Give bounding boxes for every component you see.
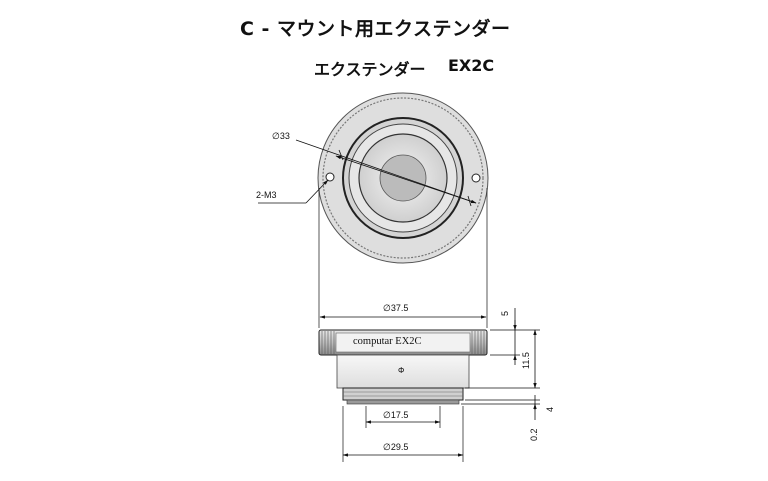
- engraving-band: [335, 332, 471, 353]
- flange-edge: [322, 97, 484, 259]
- tick-mark: [338, 149, 344, 161]
- bore-center: [379, 154, 427, 202]
- tick-mark: [467, 195, 472, 207]
- label-thickness-4: 4: [545, 406, 555, 412]
- mount-thread: [342, 387, 464, 401]
- engraving-text: computar EX2C: [353, 336, 422, 347]
- thread-lines: [343, 391, 463, 397]
- side-view: [318, 329, 488, 405]
- pcd-dimension-line: [335, 155, 477, 204]
- label-pcd-33: ∅33: [272, 131, 290, 141]
- page-title: C - マウント用エクステンダー: [240, 18, 511, 40]
- screw-leader-arrow: [305, 179, 329, 204]
- label-thickness-0-2: 0.2: [529, 428, 539, 441]
- label-thickness-5: 5: [500, 310, 510, 316]
- label-thickness-11-5: 11.5: [521, 352, 531, 369]
- knurl-left: [321, 331, 335, 354]
- mount-face: [346, 399, 460, 405]
- knurl-right: [471, 331, 485, 354]
- label-dia-29-5: ∅29.5: [383, 442, 409, 452]
- label-dia-37-5: ∅37.5: [383, 303, 409, 313]
- top-view: [258, 92, 489, 264]
- label-2-m3: 2-M3: [256, 190, 277, 200]
- screw-hole-left: [325, 172, 335, 182]
- center-mark: Φ: [398, 366, 405, 375]
- screw-hole-right: [471, 173, 481, 183]
- model-code: EX2C: [448, 56, 495, 75]
- label-dia-17-5: ∅17.5: [383, 410, 409, 420]
- product-subtitle: エクステンダー: [314, 60, 426, 79]
